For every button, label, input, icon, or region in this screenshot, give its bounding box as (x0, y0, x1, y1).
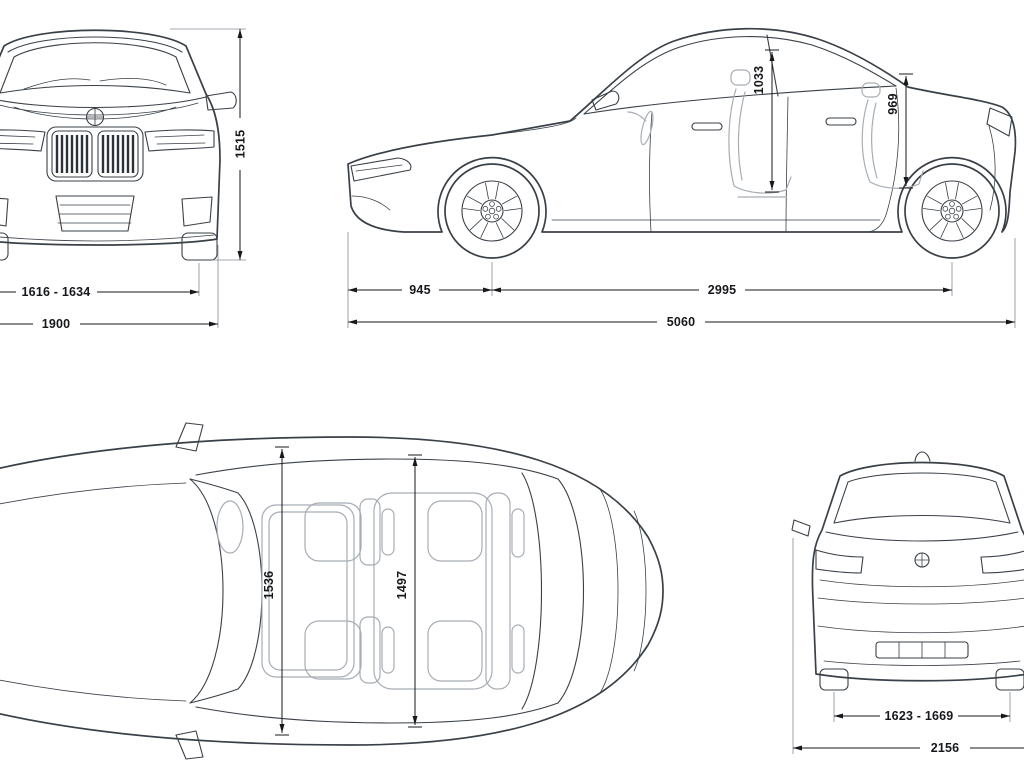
rear-view: 1623 - 1669 2156 (791, 451, 1024, 755)
side-mirror-icon (205, 91, 237, 111)
front-overhang-dimension: 945 (409, 283, 430, 297)
overall-width-dimension: 1900 (42, 317, 71, 331)
interior-seats (627, 69, 924, 198)
rear-track-dimension: 1623 - 1669 (885, 709, 954, 723)
front-wheel (444, 163, 540, 259)
bmw-roundel-icon (85, 107, 105, 127)
taillights (815, 549, 1024, 574)
bmw-roundel-icon (914, 552, 930, 568)
rear-dimensions: 1623 - 1669 2156 (792, 538, 1024, 755)
side-view: 1033 969 945 2995 5060 (347, 27, 1017, 329)
front-interior-width-dimension: 1536 (262, 571, 276, 600)
rear-interior-height-dimension: 969 (886, 93, 900, 114)
interior-seats (216, 492, 525, 690)
overall-length-dimension: 5060 (667, 315, 696, 329)
top-view: 1536 1497 (0, 422, 664, 760)
rear-car-body (791, 451, 1024, 691)
front-view: 1515 1616 - 1634 1900 (0, 28, 248, 331)
top-dimensions: 1536 1497 (262, 446, 422, 736)
top-car-body (0, 422, 664, 760)
wheelbase-dimension: 2995 (708, 283, 737, 297)
sunroof (261, 492, 493, 690)
front-car-body (0, 29, 237, 261)
overall-height-dimension: 1515 (234, 130, 248, 159)
front-track-dimension: 1616 - 1634 (22, 285, 91, 299)
rear-interior-width-dimension: 1497 (395, 571, 409, 600)
front-dimensions: 1515 1616 - 1634 1900 (0, 28, 248, 331)
rear-wheel (904, 163, 1000, 259)
front-interior-height-dimension: 1033 (752, 66, 766, 95)
side-dimensions: 1033 969 945 2995 5060 (347, 49, 1016, 329)
side-mirror-icon (591, 90, 620, 111)
side-mirror-icon (791, 519, 811, 537)
kidney-grille (46, 126, 144, 182)
headlights (0, 129, 215, 152)
width-with-mirrors-dimension: 2156 (931, 741, 960, 755)
side-car-body (347, 27, 1017, 259)
side-mirror-icon (175, 422, 204, 760)
